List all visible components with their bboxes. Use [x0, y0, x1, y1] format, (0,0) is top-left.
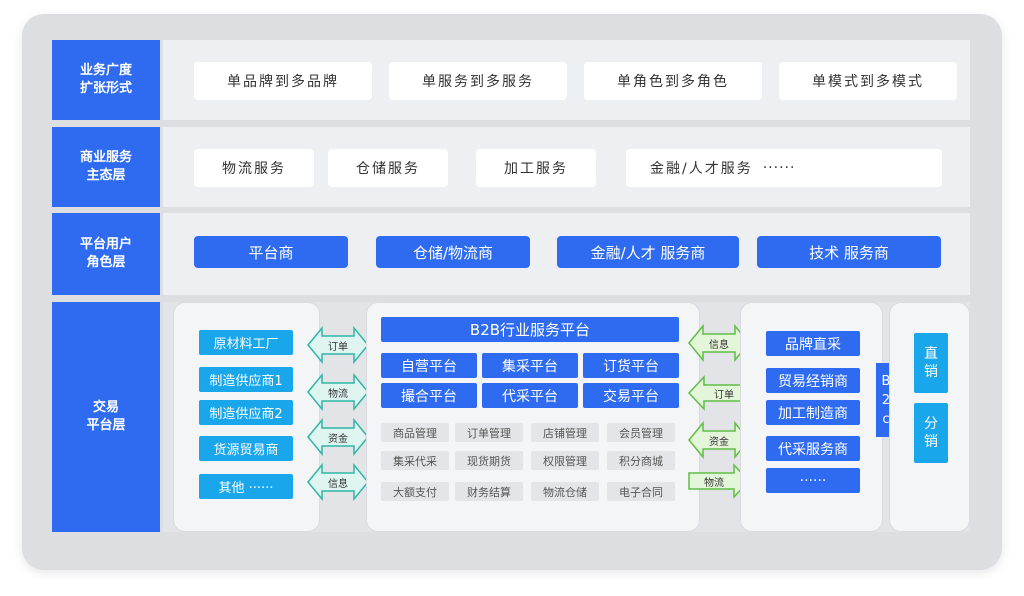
- platform-feature: 积分商城: [607, 451, 675, 470]
- row-label-trade: 交易 平台层: [52, 302, 160, 532]
- row-label-line1: 交易: [92, 400, 119, 415]
- platform-feature: 集采代采: [381, 451, 449, 470]
- role-warehouse-logistics: 仓储/物流商: [376, 236, 530, 268]
- eco-item-logistics: 物流服务: [194, 149, 314, 187]
- role-finance-talent: 金融/人才 服务商: [557, 236, 739, 268]
- b2c-char: 2: [881, 392, 891, 408]
- eco-item-finance: 金融/人才服务 ······: [626, 149, 942, 187]
- buyer-item: 加工制造商: [766, 400, 860, 425]
- double-arrow-icon: 资金: [307, 418, 369, 456]
- platform-mode: 集采平台: [482, 353, 578, 378]
- scope-item-service: 单服务到多服务: [389, 62, 567, 100]
- buyer-item: 代采服务商: [766, 436, 860, 461]
- platform-feature: 订单管理: [455, 423, 523, 442]
- platform-feature: 现货期货: [455, 451, 523, 470]
- channel-char: 分: [924, 416, 938, 432]
- channel-char: 直: [924, 346, 938, 362]
- flow-label: 资金: [328, 433, 348, 445]
- double-arrow-icon: 订单: [307, 326, 369, 364]
- platform-mode: 交易平台: [583, 383, 679, 408]
- row-label-ecosystem: 商业服务 主态层: [52, 127, 160, 207]
- platform-feature: 店铺管理: [531, 423, 599, 442]
- row-label-line2: 扩张形式: [79, 81, 132, 96]
- row-label-line1: 业务广度: [79, 63, 132, 78]
- channel-char: 销: [924, 434, 938, 450]
- scope-item-role: 单角色到多角色: [584, 62, 762, 100]
- platform-mode: 订货平台: [583, 353, 679, 378]
- buyer-item: ······: [766, 468, 860, 493]
- buyer-item: 品牌直采: [766, 331, 860, 356]
- eco-item-ellipsis: ······: [762, 160, 796, 176]
- flow-label: 订单: [714, 389, 734, 401]
- platform-mode: 代采平台: [482, 383, 578, 408]
- b2c-char: c: [882, 411, 890, 427]
- supplier-item: 其他 ······: [199, 474, 293, 499]
- scope-item-mode: 单模式到多模式: [779, 62, 957, 100]
- eco-item-finance-label: 金融/人才服务: [650, 161, 753, 177]
- flow-label: 资金: [709, 436, 729, 448]
- platform-feature: 电子合同: [607, 482, 675, 501]
- channel-char: 销: [924, 364, 938, 380]
- double-arrow-icon: 物流: [307, 373, 369, 411]
- row-label-scope: 业务广度 扩张形式: [52, 40, 160, 120]
- platform-feature: 会员管理: [607, 423, 675, 442]
- channel-direct-sales: 直 销: [914, 333, 948, 393]
- flow-label: 订单: [328, 341, 348, 353]
- role-tech-service: 技术 服务商: [757, 236, 941, 268]
- platform-mode: 撮合平台: [381, 383, 477, 408]
- supplier-item: 制造供应商2: [199, 400, 293, 425]
- role-platform: 平台商: [194, 236, 348, 268]
- supplier-item: 货源贸易商: [199, 436, 293, 461]
- b2c-label: B 2 c: [876, 363, 896, 437]
- row-label-line1: 商业服务: [79, 150, 132, 165]
- channel-distribution: 分 销: [914, 403, 948, 463]
- row-label-line1: 平台用户: [79, 237, 132, 252]
- flow-label: 信息: [328, 478, 348, 490]
- platform-feature: 物流仓储: [531, 482, 599, 501]
- supplier-item: 制造供应商1: [199, 367, 293, 392]
- eco-item-processing: 加工服务: [476, 149, 596, 187]
- flow-label: 物流: [704, 477, 724, 489]
- row-label-line2: 主态层: [86, 168, 126, 183]
- eco-item-warehouse: 仓储服务: [328, 149, 448, 187]
- row-label-roles: 平台用户 角色层: [52, 213, 160, 295]
- scope-item-brand: 单品牌到多品牌: [194, 62, 372, 100]
- flow-label: 信息: [709, 339, 729, 351]
- platform-mode: 自营平台: [381, 353, 477, 378]
- platform-title: B2B行业服务平台: [381, 317, 679, 342]
- platform-feature: 财务结算: [455, 482, 523, 501]
- platform-feature: 商品管理: [381, 423, 449, 442]
- buyer-item: 贸易经销商: [766, 368, 860, 393]
- flow-label: 物流: [328, 388, 348, 400]
- double-arrow-icon: 信息: [307, 463, 369, 501]
- supplier-item: 原材料工厂: [199, 330, 293, 355]
- row-label-line2: 平台层: [86, 418, 126, 433]
- row-label-line2: 角色层: [86, 255, 126, 270]
- platform-feature: 大额支付: [381, 482, 449, 501]
- platform-feature: 权限管理: [531, 451, 599, 470]
- b2c-char: B: [881, 373, 891, 389]
